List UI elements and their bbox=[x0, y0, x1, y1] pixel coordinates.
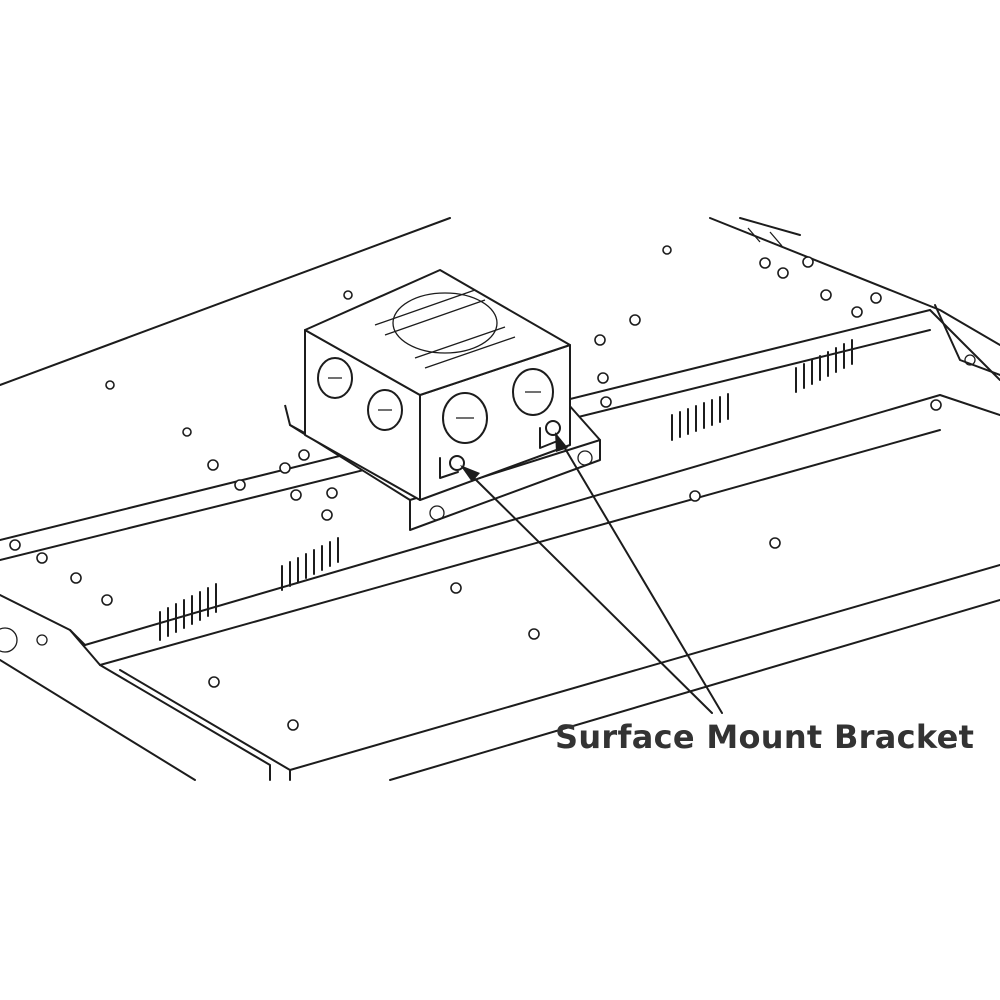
rivets bbox=[9, 245, 942, 731]
callout-leaders bbox=[460, 432, 723, 714]
fixture-housing bbox=[0, 217, 1000, 781]
junction-box bbox=[304, 269, 571, 501]
vent-slots bbox=[159, 339, 853, 641]
bracket-screws bbox=[439, 420, 561, 479]
surface-mount-bracket-label: Surface Mount Bracket bbox=[555, 718, 975, 756]
